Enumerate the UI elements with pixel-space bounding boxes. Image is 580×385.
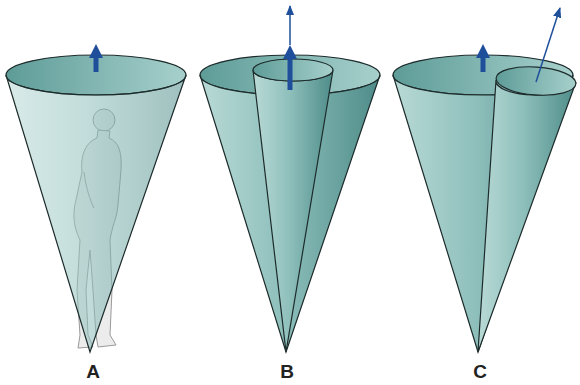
cone-body xyxy=(6,75,186,352)
inner-cone-rim xyxy=(253,59,333,81)
cone-a xyxy=(6,44,186,352)
axis-arrowhead xyxy=(89,44,103,58)
inner-axis-arrow xyxy=(289,6,291,45)
panel-letter: C xyxy=(473,362,487,381)
axis-arrow xyxy=(94,57,99,72)
panel-letter: A xyxy=(86,362,100,381)
inner-cone-body xyxy=(478,80,576,352)
axis-arrow xyxy=(288,58,293,90)
inner-cone-body xyxy=(253,70,333,352)
axis-arrow xyxy=(481,57,486,72)
axis-arrowhead xyxy=(283,45,297,59)
cone-c xyxy=(393,8,577,352)
inner-axis-arrow xyxy=(536,8,560,82)
cone-b xyxy=(200,6,380,352)
axis-arrowhead xyxy=(476,44,490,58)
panel-letter: B xyxy=(280,362,294,381)
